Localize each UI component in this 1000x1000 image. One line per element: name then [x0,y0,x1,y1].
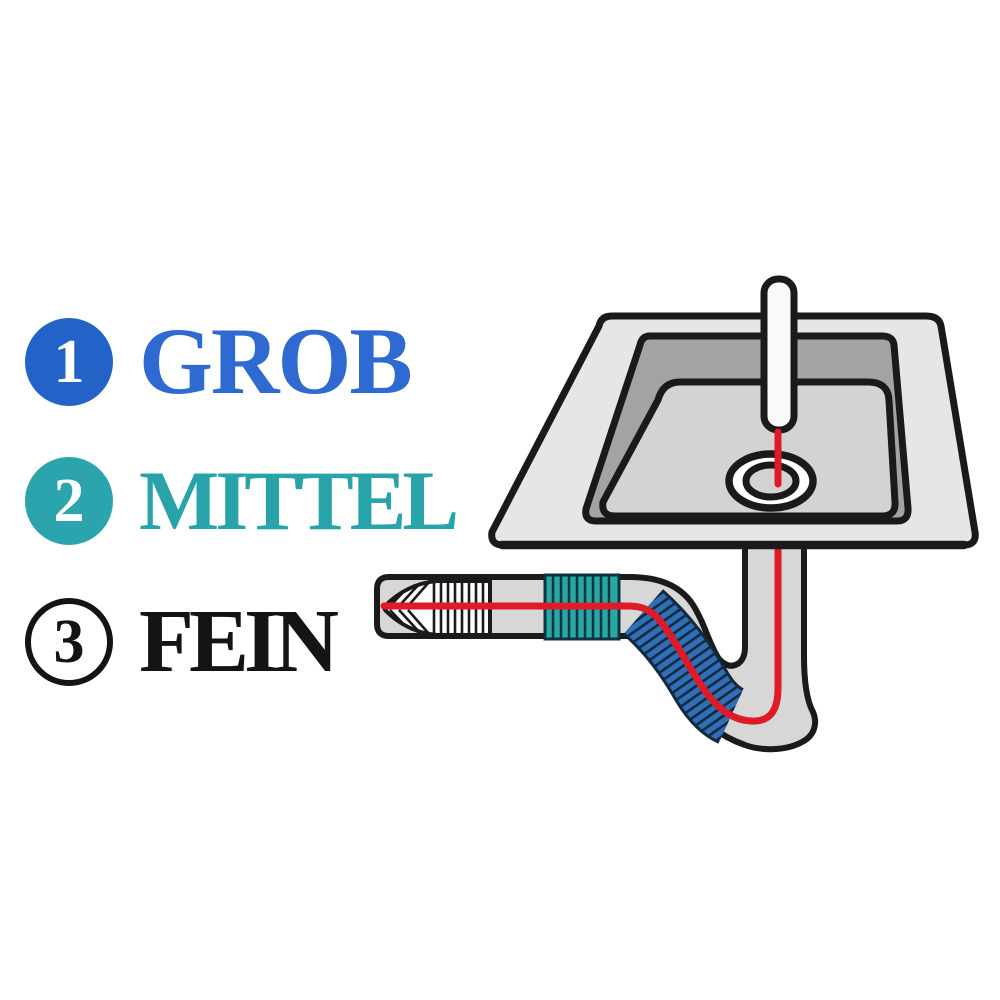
faucet [760,275,798,434]
sink-basin [599,378,899,520]
legend-label-fein: FEIN [139,592,339,691]
legend-circle-2: 2 [25,457,113,545]
legend-number-2: 2 [53,467,85,535]
legend-circle-1: 1 [25,317,113,406]
cable-lower-icon [380,543,782,725]
legend-number-3: 3 [53,608,85,676]
legend-row-fein: 3 FEIN [25,592,339,691]
legend-label-mittel: MITTEL [139,453,459,548]
legend-label-grob: GROB [139,308,413,414]
legend-row-grob: 1 GROB [25,308,413,414]
legend-row-mittel: 2 MITTEL [25,453,459,548]
legend-circle-3: 3 [25,598,113,686]
legend-number-1: 1 [53,327,85,396]
drain-inner-ring [742,461,800,501]
